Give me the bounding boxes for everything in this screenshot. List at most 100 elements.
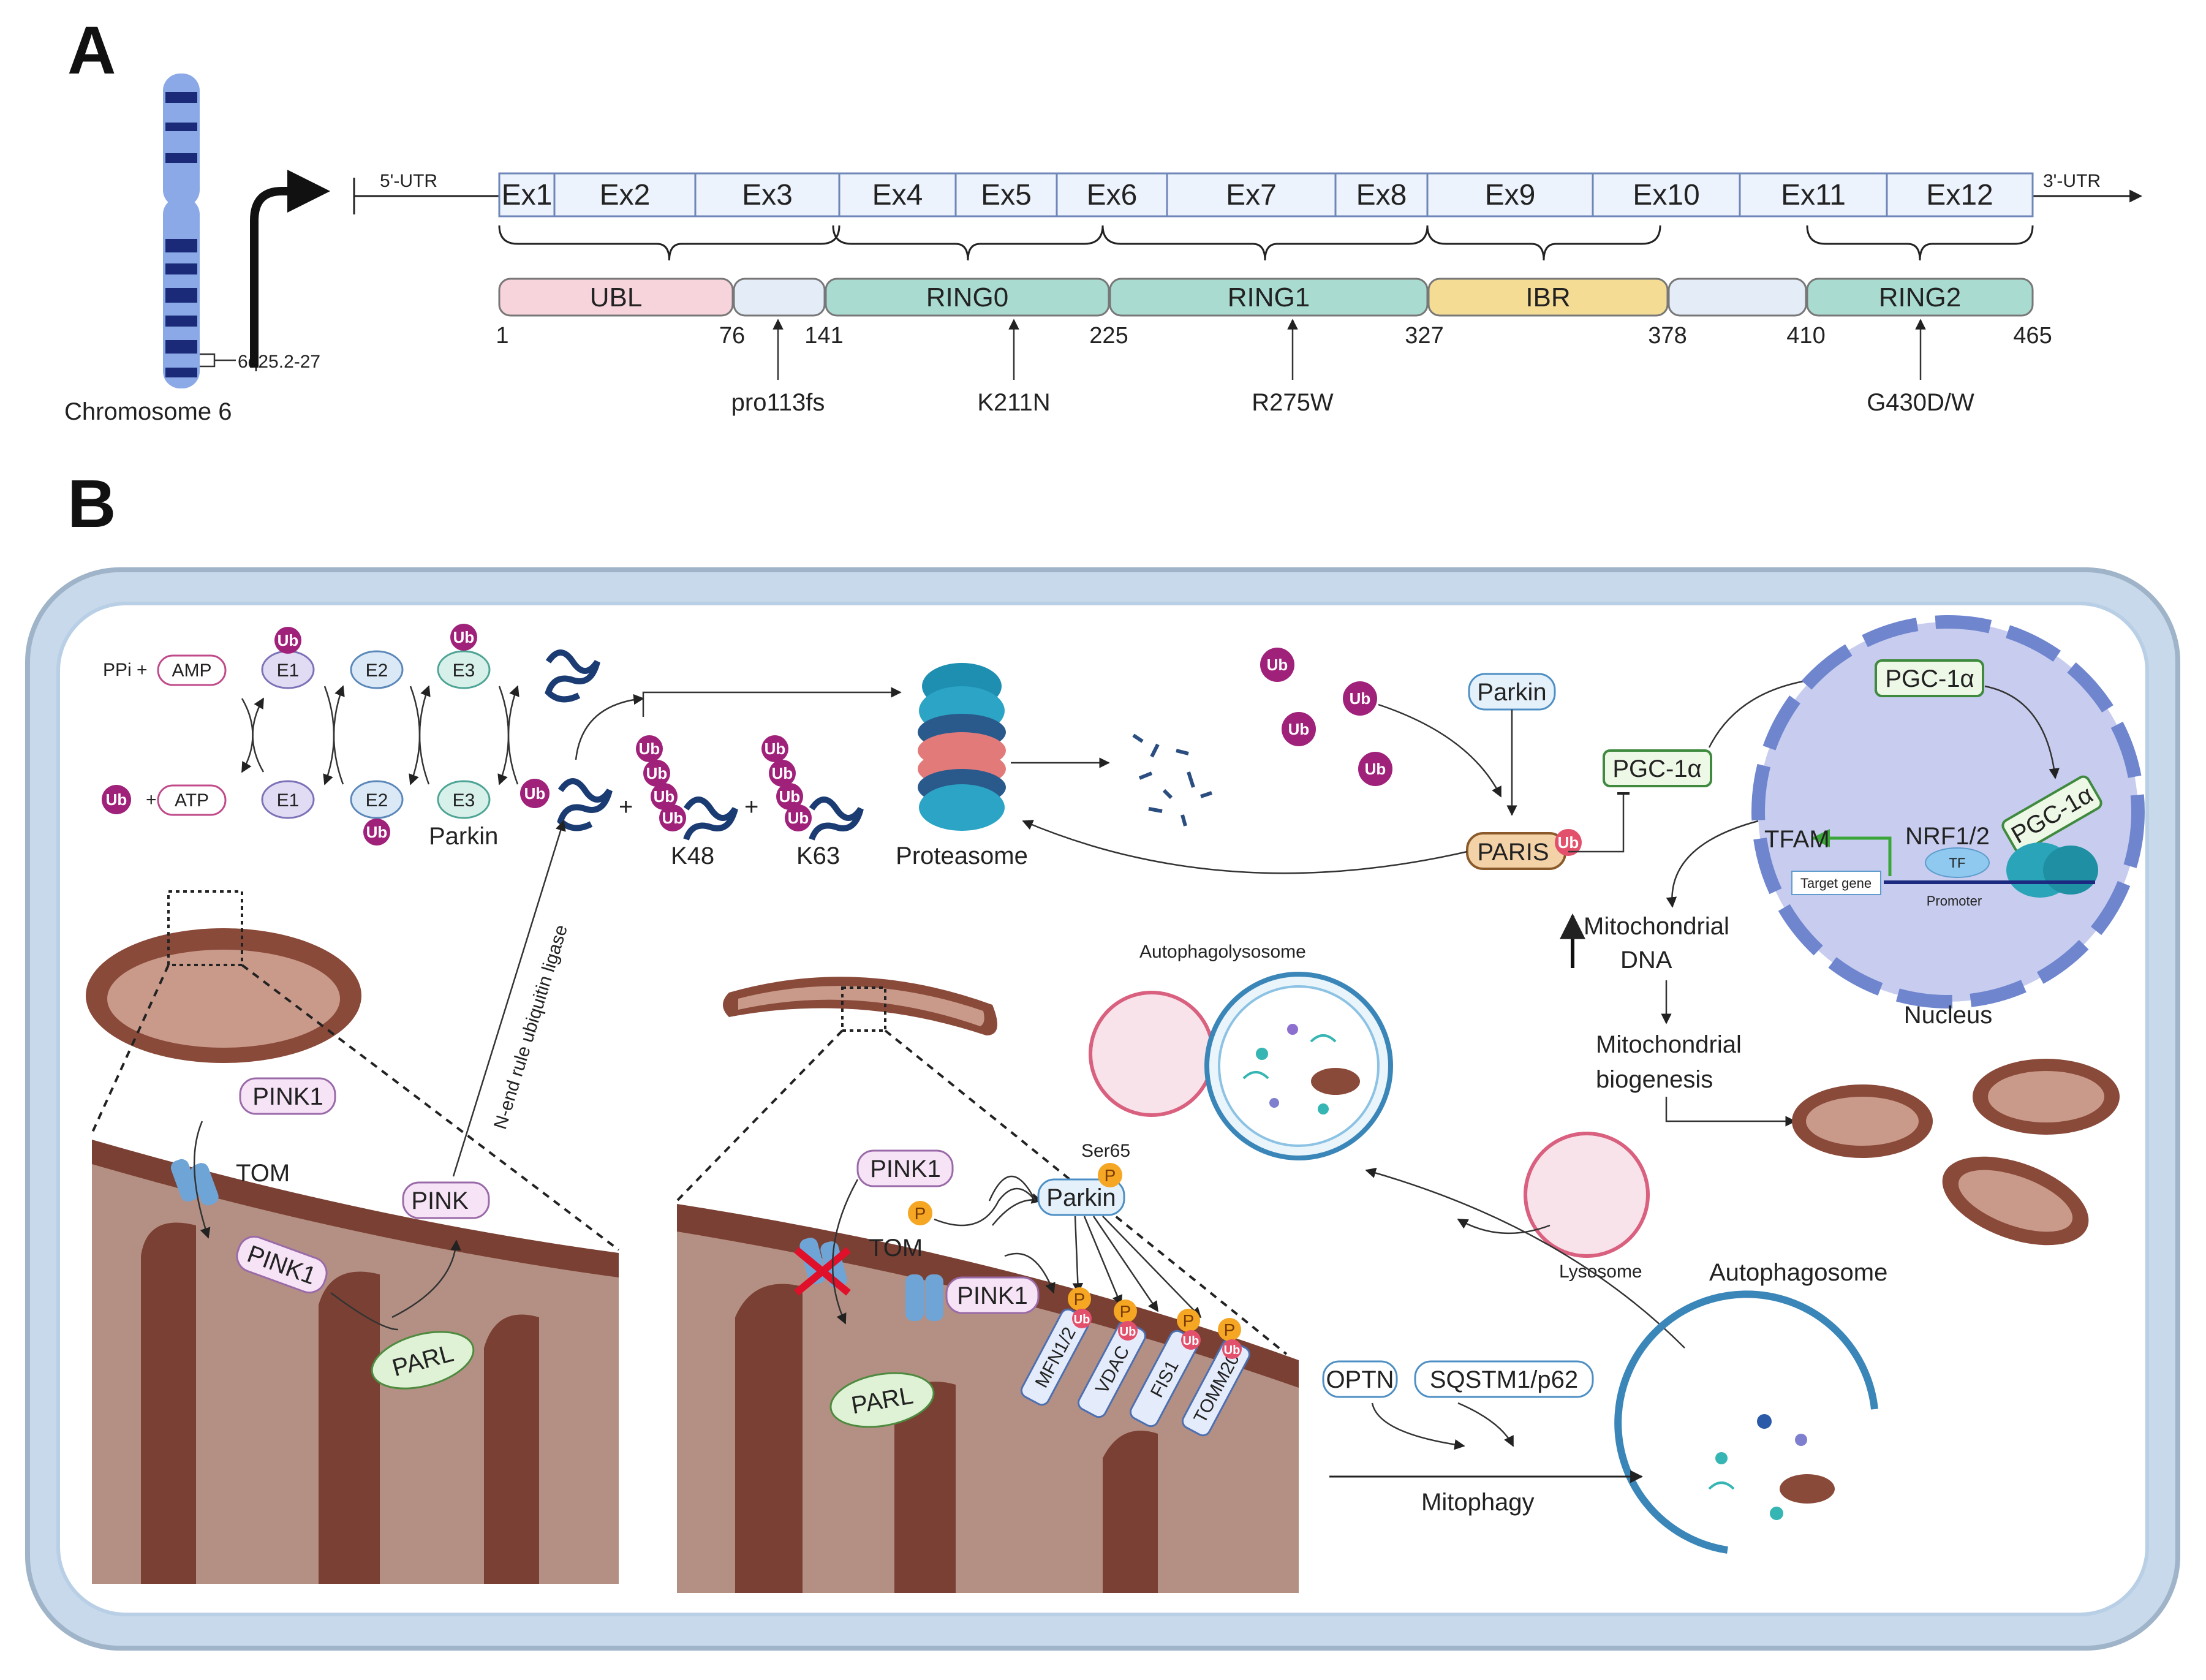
promoter-label: Promoter [1927,893,1982,909]
mutation-label: K211N [977,389,1050,416]
brace [1806,225,2034,261]
p-substrate-label: P [1074,1290,1086,1309]
plus-k48: + [619,793,633,820]
mutation-label: G430D/W [1867,389,1974,416]
position-label: 141 [804,323,843,349]
brace [832,225,1104,261]
left-mitochondrion: TOM PINK1 PINK1 PARL PINK N-end rule ubi… [86,820,620,1584]
proteasome: Proteasome [896,663,1028,869]
exon-box [838,172,957,218]
ub-paris-label: Ub [1558,833,1579,852]
ub-e2-label: Ub [366,823,388,841]
position-label: 76 [719,323,745,349]
autophagolysosome-label: Autophagolysosome [1139,942,1306,962]
domain-label: RING2 [1879,282,1961,312]
substrate-top [545,649,600,703]
e1-bottom-label: E1 [277,790,300,811]
k48-label: K48 [671,842,714,869]
exon-box [1886,172,2034,218]
ub-substrate-label: Ub [524,784,546,803]
ub-substrate-label: Ub [1183,1334,1199,1348]
lysosome [1524,1132,1650,1258]
domain-box [1806,278,2034,317]
middle-mitochondrion: TOM PINK1 PARL PINK1 P Parkin P Ser65 [676,977,1299,1593]
amp-label: AMP [172,660,211,681]
mitophagy-label: Mitophagy [1421,1489,1535,1516]
ub-substrate-label: Ub [1074,1313,1090,1326]
ub-circle [102,785,131,814]
pgc-box-a [1603,749,1712,787]
pink1-mid-b: PINK1 [957,1282,1028,1309]
utr5-label: 5'-UTR [380,171,437,191]
panel-a: A 6q25.2-27 Chromosome 6 5'-UTR 3'-UTR [64,13,2143,425]
ser65-label: Ser65 [1081,1141,1130,1161]
e2-top-label: E2 [366,660,388,681]
p-parkin-label: P [1105,1166,1116,1185]
pgc-label-a: PGC-1α [1612,755,1701,782]
exon-label: Ex6 [1087,179,1138,211]
ub-e1-label: Ub [278,631,299,649]
target-gene-label: Target gene [1800,876,1872,891]
exon-box [954,172,1058,218]
domain-label: UBL [590,282,643,312]
p-substrate-label: P [1183,1311,1195,1330]
sqstm-label: SQSTM1/p62 [1430,1366,1578,1393]
exon-box [1592,172,1741,218]
k63-label: K63 [796,842,840,869]
domain-box [498,278,734,317]
free-ub-2: Ub [1350,689,1371,708]
position-label: 327 [1405,323,1443,349]
ub-k48-2: Ub [646,764,668,782]
transcription-arrow [250,170,330,368]
pink1-left-c: PINK [411,1187,469,1214]
domain-box [733,278,826,317]
exon-label: Ex8 [1356,179,1407,211]
domain-label: RING1 [1228,282,1310,312]
nucleus-label: Nucleus [1904,1002,1993,1029]
plus-k63: + [744,793,758,820]
tfam-label: TFAM [1764,826,1830,853]
exon-label: Ex1 [502,179,553,211]
pink1-left-a: PINK1 [252,1083,323,1110]
domain-label: RING0 [926,282,1008,312]
e1-bottom [261,780,315,819]
paris-pathway: Parkin PARIS Ub PGC-1α [1022,671,1864,874]
exon-label: Ex3 [742,179,793,211]
exon-label: Ex11 [1781,179,1846,211]
ub-k48-1: Ub [639,740,660,758]
k48-chain: Ub Ub Ub Ub K48 [636,735,738,869]
position-label: 378 [1648,323,1687,349]
ub-substrate-label: Ub [1224,1344,1241,1357]
ub-k48-3: Ub [654,787,675,806]
mtdna-label-2: DNA [1620,947,1672,974]
ub-k63-1: Ub [765,740,786,758]
exon-label: Ex5 [981,179,1032,211]
chromosome-6: 6q25.2-27 Chromosome 6 [64,74,320,425]
e3-bottom-label: E3 [453,790,475,811]
exon-label: Ex2 [600,179,651,211]
ub-k48-4: Ub [662,809,684,827]
optn-label: OPTN [1326,1366,1394,1393]
utr3-label: 3'-UTR [2043,171,2101,191]
autophagy: Autophagolysosome Lysosome Autophagosome… [1089,942,1887,1554]
e3-top-label: E3 [453,660,475,681]
position-label: 410 [1786,323,1825,349]
parkin-paris-label: Parkin [1477,679,1546,706]
exon-box [1739,172,1888,218]
exon-label: Ex4 [872,179,923,211]
free-ub-3: Ub [1288,720,1310,738]
panel-b: B PPi + AMP Ub + ATP E1 Ub E1 E2 E2 [25,466,2180,1651]
p-substrate-label: P [1224,1320,1236,1339]
plus-sign: + [146,790,157,810]
paris-label: PARIS [1477,839,1549,866]
mutation-label: pro113fs [731,389,825,416]
panel-a-letter: A [67,13,116,88]
exon-label: Ex9 [1485,179,1536,211]
domain-box [1109,278,1429,317]
exon-box [694,172,840,218]
atp-pill [157,784,227,816]
domain-box [1427,278,1669,317]
mtdna-label: Mitochondrial [1584,913,1729,940]
